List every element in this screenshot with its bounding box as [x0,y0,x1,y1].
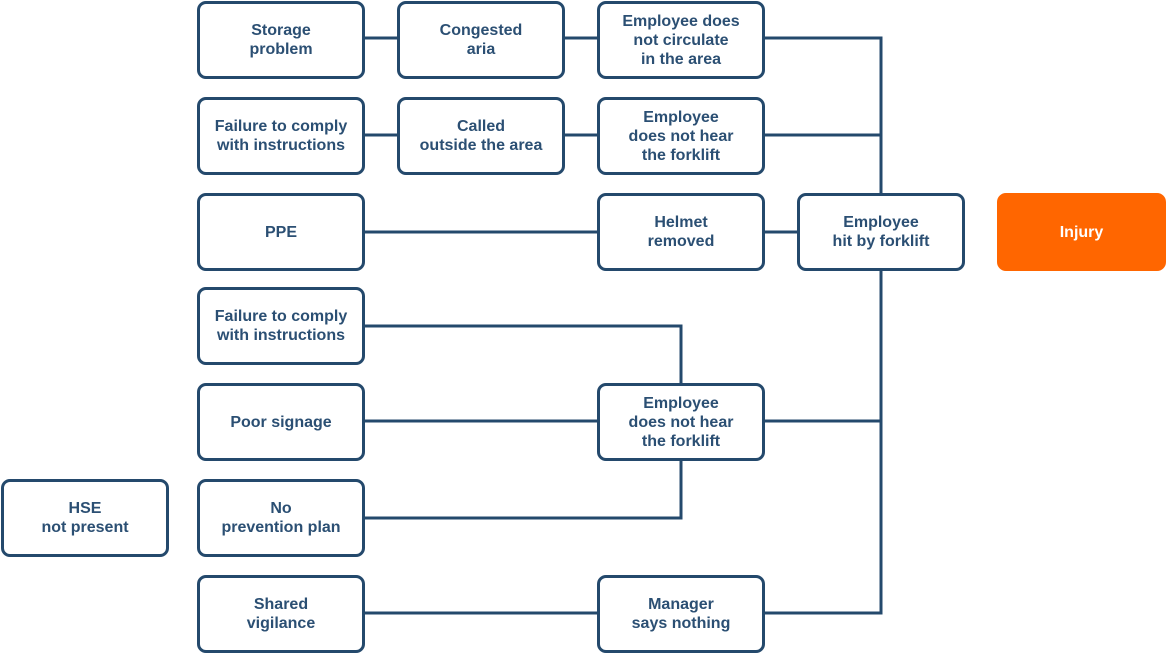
employee-hit-by-forklift-label: Employee hit by forklift [832,214,930,250]
employee-does-not-circulate-label: Employee does not circulate in the area [622,12,740,68]
no-prevention-plan-label: No prevention plan [221,500,341,536]
injury-node: Injury [997,193,1166,271]
hse-not-present-node: HSE not present [1,479,169,557]
manager-says-nothing-node: Manager says nothing [597,575,765,653]
shared-vigilance-label: Shared vigilance [246,596,316,632]
helmet-removed-node: Helmet removed [597,193,765,271]
manager-says-nothing-label: Manager says nothing [631,596,731,632]
congested-aria-node: Congested aria [397,1,565,79]
congested-aria-label: Congested aria [439,22,523,58]
poor-signage-label: Poor signage [230,413,332,431]
poor-signage-node: Poor signage [197,383,365,461]
employee-does-not-hear-bottom-label: Employee does not hear the forklift [628,394,734,450]
ppe-label: PPE [264,223,297,241]
storage-problem-node: Storage problem [197,1,365,79]
no-prevention-plan-node: No prevention plan [197,479,365,557]
helmet-removed-label: Helmet removed [647,214,715,250]
employee-does-not-hear-top-label: Employee does not hear the forklift [628,108,734,164]
storage-problem-label: Storage problem [249,22,313,58]
failure-to-comply-top-node: Failure to comply with instructions [197,97,365,175]
called-outside-area-node: Called outside the area [397,97,565,175]
injury-label: Injury [1059,223,1104,241]
ppe-node: PPE [197,193,365,271]
shared-vigilance-node: Shared vigilance [197,575,365,653]
employee-does-not-hear-top-node: Employee does not hear the forklift [597,97,765,175]
failure-to-comply-top-label: Failure to comply with instructions [214,118,348,154]
employee-hit-by-forklift-node: Employee hit by forklift [797,193,965,271]
failure-to-comply-bottom-label: Failure to comply with instructions [214,308,348,344]
employee-does-not-hear-bottom-node: Employee does not hear the forklift [597,383,765,461]
called-outside-area-label: Called outside the area [419,118,543,154]
failure-to-comply-bottom-node: Failure to comply with instructions [197,287,365,365]
hse-not-present-label: HSE not present [41,500,129,536]
employee-does-not-circulate-node: Employee does not circulate in the area [597,1,765,79]
